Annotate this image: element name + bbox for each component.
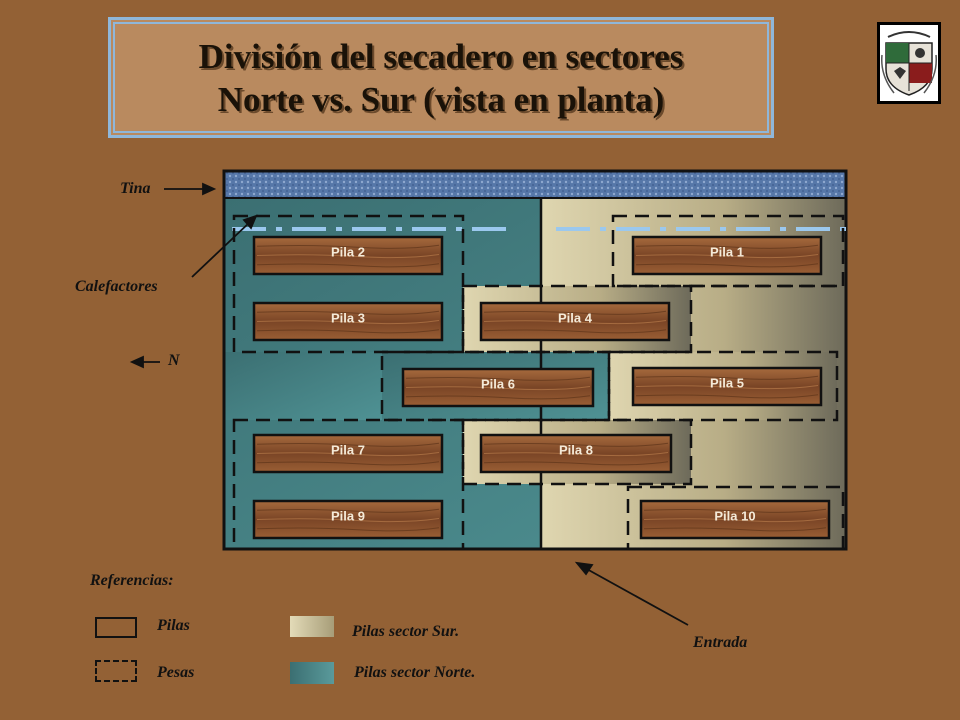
entrance-arrow-head (574, 561, 594, 576)
wood-pile: Pila 3 (252, 301, 444, 342)
piles-layer: Pila 2 Pila 1 Pila 3 Pila 4 Pila 6 Pila 5 Pila… (252, 235, 831, 540)
legend-weight-swatch (95, 660, 137, 682)
wood-grain (483, 442, 669, 447)
coat-of-arms-icon (877, 22, 941, 104)
wood-grain (643, 508, 827, 513)
pile-label: Pila 4 (558, 311, 593, 326)
north-arrow-head (129, 355, 144, 369)
pile-label: Pila 2 (331, 245, 365, 260)
tank (223, 170, 847, 199)
wood-pile: Pila 2 (252, 235, 444, 276)
wood-grain (256, 527, 440, 532)
legend-pilas-label: Pilas (157, 617, 190, 634)
wood-grain (256, 263, 440, 268)
wood-grain (635, 385, 819, 390)
pile-label: Pila 5 (710, 376, 744, 391)
wood-grain (256, 244, 440, 249)
weight-region (626, 485, 845, 551)
entrance-arrow (584, 567, 689, 626)
tank-label: Tina (120, 180, 151, 197)
title-line-1: División del secadero en sectores (198, 36, 684, 76)
wood-pile: Pila 10 (639, 499, 831, 540)
wood-grain (405, 376, 591, 381)
wood-grain (635, 263, 819, 268)
pile-label: Pila 10 (714, 509, 755, 524)
wood-grain (635, 254, 819, 259)
wood-pile: Pila 5 (631, 366, 823, 407)
wood-pile: Pila 4 (479, 301, 671, 342)
heater-arrow-head (242, 214, 258, 230)
wood-grain (635, 394, 819, 399)
wood-grain (643, 518, 827, 523)
wood-grain (483, 310, 667, 315)
legend-south-swatch (290, 616, 334, 637)
legend-south-label: Pilas sector Sur. (352, 623, 460, 640)
legend-pesas-label: Pesas (157, 664, 195, 681)
legend-north-swatch (290, 662, 334, 684)
wood-grain (256, 442, 440, 447)
weight-region (611, 214, 845, 288)
entrance-label: Entrada (693, 634, 748, 651)
wood-grain (256, 508, 440, 513)
weight-region (461, 284, 693, 354)
pile-label: Pila 6 (481, 377, 515, 392)
wood-grain (256, 320, 440, 325)
legend-pile-swatch (95, 617, 137, 638)
wood-grain (635, 375, 819, 380)
tank-arrow-head (202, 182, 217, 196)
wood-grain (256, 461, 440, 466)
pile-label: Pila 8 (559, 443, 593, 458)
wood-pile: Pila 8 (479, 433, 673, 474)
heaters-label: Calefactores (75, 278, 158, 295)
wood-pile: Pila 9 (252, 499, 444, 540)
wood-grain (256, 452, 440, 457)
weight-region (461, 418, 693, 486)
shed-outline (222, 169, 848, 551)
wood-grain (643, 527, 827, 532)
weight-region (607, 350, 839, 422)
pile-label: Pila 9 (331, 509, 365, 524)
wood-pile: Pila 1 (631, 235, 823, 276)
pile-label: Pila 7 (331, 443, 365, 458)
pile-label: Pila 1 (710, 245, 744, 260)
wood-grain (405, 386, 591, 391)
wood-grain (483, 329, 667, 334)
wood-grain (256, 329, 440, 334)
wood-grain (256, 518, 440, 523)
pile-label: Pila 3 (331, 311, 365, 326)
wood-grain (483, 320, 667, 325)
north-sector-area (224, 352, 382, 420)
wood-grain (405, 395, 591, 400)
legend-north-label: Pilas sector Norte. (354, 664, 476, 681)
legend-heading: Referencias: (90, 572, 174, 589)
wood-pile: Pila 6 (401, 367, 595, 408)
wood-grain (483, 461, 669, 466)
title-line-2: Norte vs. Sur (vista en planta) (217, 79, 665, 119)
weight-regions (232, 214, 845, 551)
wood-pile: Pila 7 (252, 433, 444, 474)
weight-region (232, 214, 465, 354)
north-label: N (168, 352, 180, 369)
wood-grain (483, 452, 669, 457)
arrows (129, 182, 689, 626)
wood-grain (256, 254, 440, 259)
title-box: División del secadero en sectores Norte … (108, 17, 774, 138)
heater-arrow (191, 220, 252, 278)
wood-grain (635, 244, 819, 249)
wood-grain (256, 310, 440, 315)
